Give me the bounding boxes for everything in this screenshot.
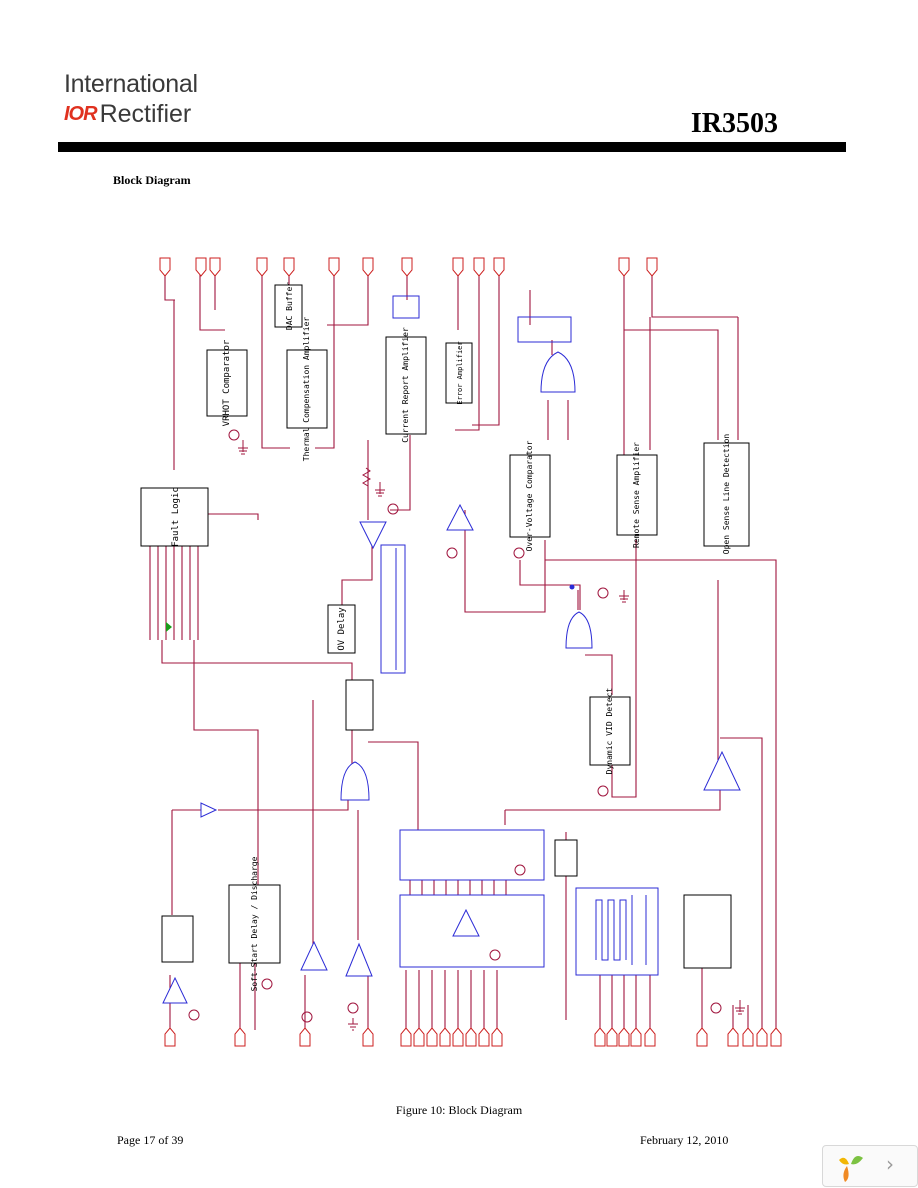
thermal-amp-label: Thermal Compensation Amplifier — [302, 317, 311, 462]
ior-logo-mark: IOR — [64, 103, 98, 125]
dac-buffer-label: DAC Buffer — [285, 282, 294, 330]
figure-caption: Figure 10: Block Diagram — [395, 1103, 523, 1117]
company-logo-line2: IOR Rectifier — [64, 100, 191, 129]
part-number: IR3503 — [690, 108, 778, 139]
page-number: Page 17 of 39 — [117, 1133, 184, 1147]
header-rule — [58, 142, 846, 152]
soft-start-label: Soft-Start Delay / Discharge — [250, 856, 259, 991]
viewer-nav-widget — [822, 1145, 918, 1187]
vrhot-comparator-label: VRHOT Comparator — [222, 339, 232, 426]
remote-sense-amp-label: Remote Sense Amplifier — [632, 442, 641, 548]
current-report-amp-label: Current Report Amplifier — [401, 327, 410, 443]
document-date: February 12, 2010 — [640, 1133, 729, 1147]
company-logo-line1: International — [64, 70, 198, 98]
next-page-chevron-icon[interactable]: › — [886, 1152, 894, 1176]
section-title: Block Diagram — [113, 173, 191, 187]
open-sense-detect-label: Open Sense Line Detection — [722, 434, 731, 555]
viewer-logo-icon — [839, 1156, 863, 1182]
ov-delay-label: OV Delay — [337, 607, 347, 651]
error-amp-label: Error Amplifier — [456, 341, 464, 404]
fault-logic-label: Fault Logic — [171, 487, 181, 547]
dynamic-vid-label: Dynamic VID Detect — [605, 687, 614, 774]
ov-comparator-label: Over-Voltage Comparator — [525, 440, 534, 551]
company-logo-rectifier: Rectifier — [99, 100, 192, 128]
